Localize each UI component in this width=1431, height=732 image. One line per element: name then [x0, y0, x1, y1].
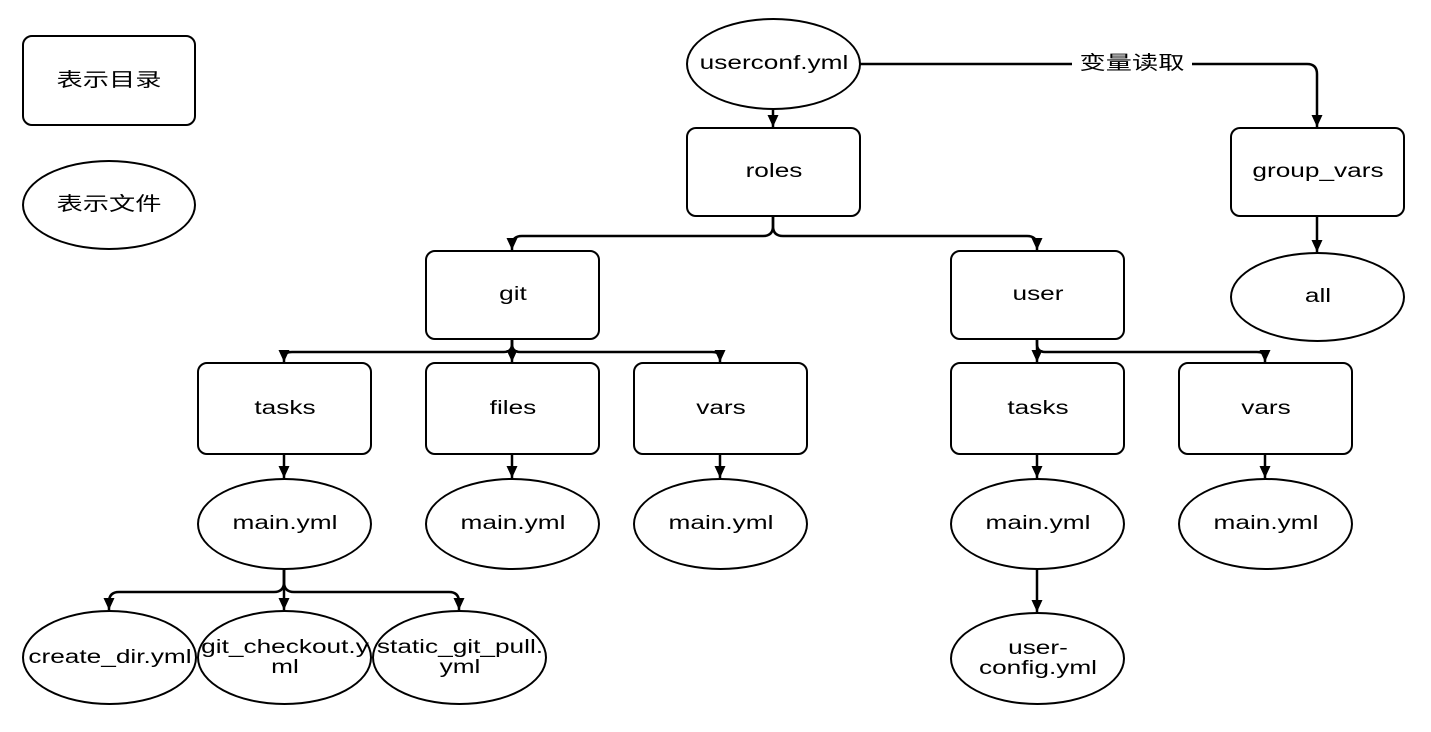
node-label: vars — [1240, 397, 1291, 419]
edge-git-to-tasks — [278, 340, 514, 362]
node-user-tasks: tasks — [950, 362, 1125, 455]
node-label: files — [489, 397, 536, 419]
edge-roles-to-git — [506, 217, 775, 250]
node-git-vars-main-yml: main.yml — [633, 478, 808, 570]
edge-main-to-static-git-pull — [282, 570, 465, 610]
edge-roles-to-user — [771, 217, 1043, 250]
node-git-tasks-main-yml: main.yml — [197, 478, 372, 570]
node-git-files-main-yml: main.yml — [425, 478, 600, 570]
legend-file-ellipse: 表示文件 — [22, 160, 196, 250]
node-label: userconf.yml — [699, 53, 848, 74]
node-label: roles — [745, 161, 802, 182]
node-static-git-pull-yml: static_git_pull.yml — [372, 610, 547, 705]
edge-user-to-vars — [1035, 340, 1271, 362]
node-user-config-yml: user-config.yml — [950, 612, 1125, 705]
node-label: create_dir.yml — [27, 646, 192, 668]
node-userconf-yml: userconf.yml — [686, 18, 861, 110]
node-label: user-config.yml — [978, 637, 1097, 679]
node-label: vars — [695, 397, 746, 419]
node-label: group_vars — [1251, 161, 1384, 182]
node-label: git — [498, 284, 527, 305]
node-label: user — [1011, 284, 1064, 305]
node-label: main.yml — [985, 513, 1090, 534]
edge-userconf-to-group-vars — [860, 62, 1323, 127]
node-label: main.yml — [668, 513, 773, 534]
edge-label-text: 变量读取 — [1079, 53, 1185, 74]
edge-label-variable-read: 变量读取 — [1072, 51, 1192, 77]
legend-directory-label: 表示目录 — [56, 69, 162, 91]
node-all: all — [1230, 252, 1405, 342]
node-label: all — [1304, 286, 1331, 307]
node-user: user — [950, 250, 1125, 340]
node-label: static_git_pull.yml — [376, 636, 543, 678]
node-label: main.yml — [460, 513, 565, 534]
node-label: main.yml — [1213, 513, 1318, 534]
edge-main-to-create-dir — [103, 570, 286, 610]
node-label: git_checkout.yml — [200, 636, 369, 678]
edge-git-to-vars — [510, 340, 726, 362]
node-user-vars-main-yml: main.yml — [1178, 478, 1353, 570]
node-label: tasks — [253, 397, 316, 419]
node-create-dir-yml: create_dir.yml — [22, 610, 197, 705]
node-user-vars: vars — [1178, 362, 1353, 455]
node-label: main.yml — [232, 513, 337, 534]
node-git-vars: vars — [633, 362, 808, 455]
legend-directory-box: 表示目录 — [22, 35, 196, 126]
node-user-tasks-main-yml: main.yml — [950, 478, 1125, 570]
node-label: tasks — [1006, 397, 1069, 419]
node-git: git — [425, 250, 600, 340]
node-group-vars: group_vars — [1230, 127, 1405, 217]
node-git-checkout-yml: git_checkout.yml — [197, 610, 372, 705]
node-git-files: files — [425, 362, 600, 455]
node-git-tasks: tasks — [197, 362, 372, 455]
node-roles: roles — [686, 127, 861, 217]
legend-file-label: 表示文件 — [56, 194, 162, 215]
